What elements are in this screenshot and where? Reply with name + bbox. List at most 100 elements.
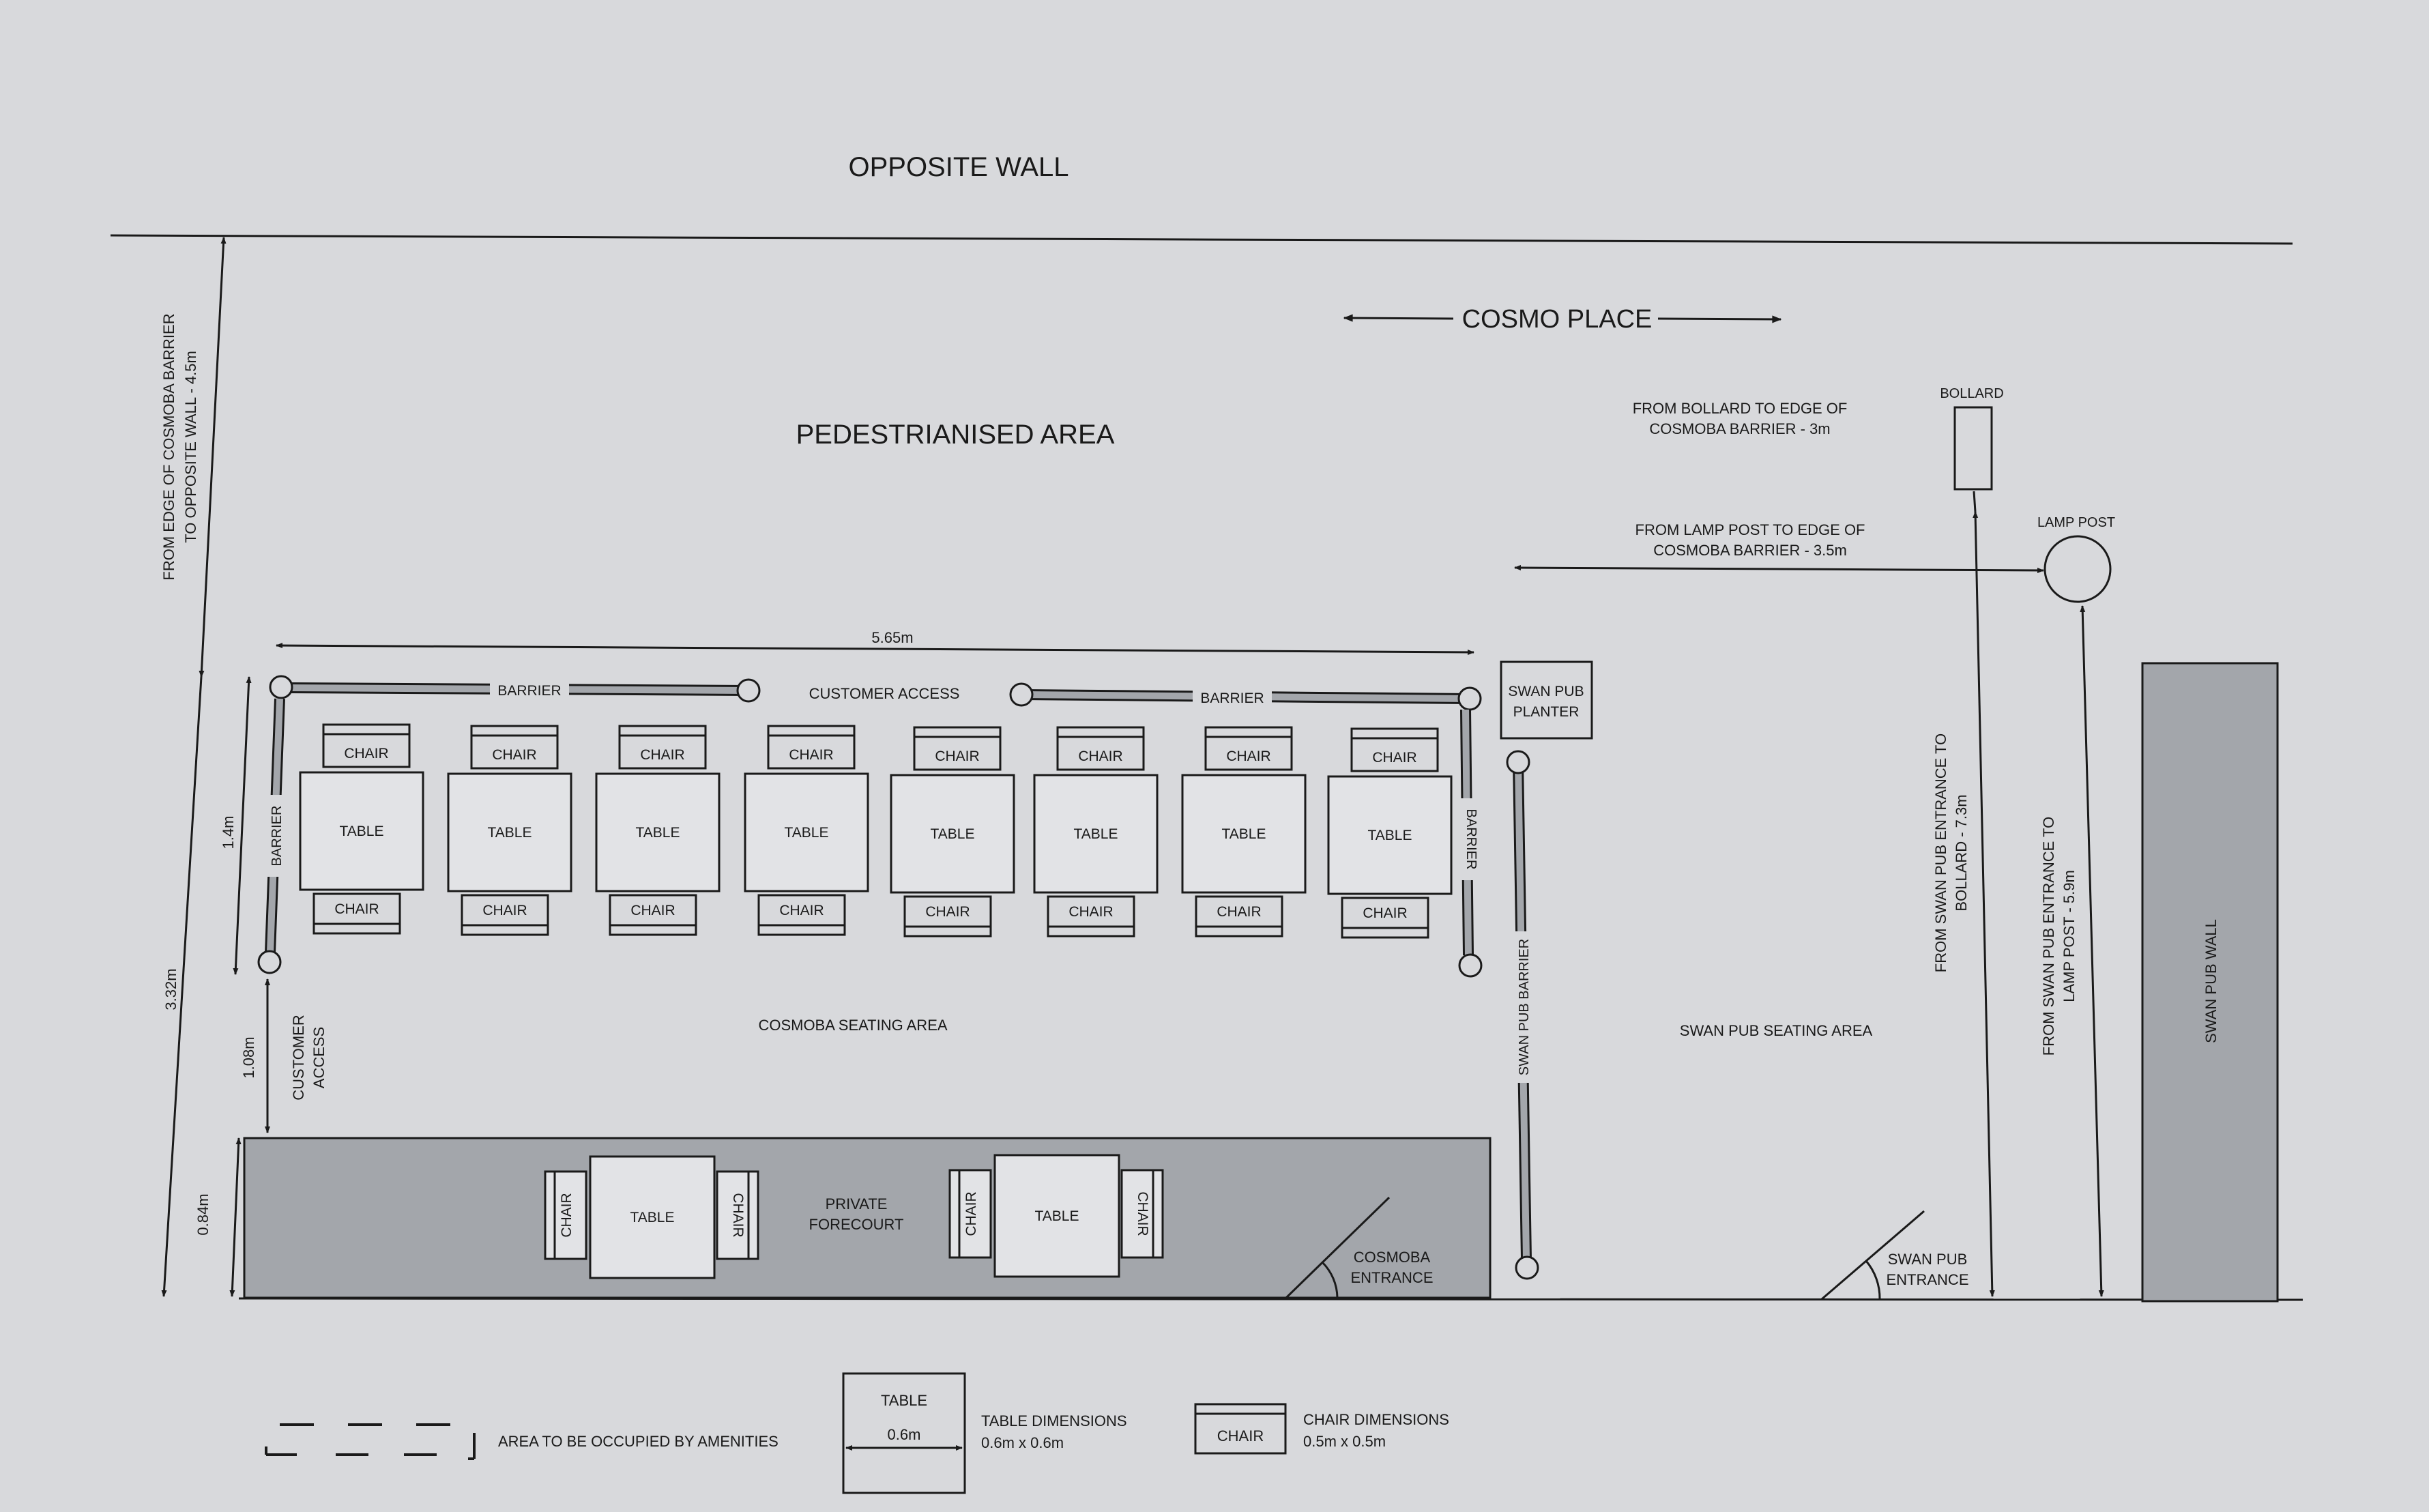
cosmo-place-arrow-left	[1343, 314, 1454, 322]
chair	[913, 726, 1002, 771]
chair	[1204, 726, 1293, 771]
private-forecourt-line1: PRIVATE	[826, 1195, 888, 1212]
barrier-right: BARRIER	[1457, 709, 1483, 978]
width-dimension-arrow	[276, 643, 1474, 655]
swan-to-bollard-line2: BOLLARD - 7.3m	[1953, 794, 1970, 911]
bollard-distance-line2: COSMOBA BARRIER - 3m	[1649, 420, 1830, 437]
barrier-top-left-label: BARRIER	[497, 683, 561, 699]
swan-to-bollard-line1: FROM SWAN PUB ENTRANCE TO	[1932, 733, 1949, 972]
opposite-wall-line	[110, 234, 2293, 245]
chair-label: CHAIR	[1372, 750, 1416, 766]
chair-label: CHAIR	[559, 1193, 574, 1237]
bollard-distance-line1: FROM BOLLARD TO EDGE OF	[1633, 400, 1848, 417]
chair-label: CHAIR	[482, 903, 527, 918]
lamp-post-label: LAMP POST	[2037, 515, 2115, 530]
chair	[470, 725, 559, 770]
private-forecourt	[243, 1137, 1492, 1299]
chair	[1195, 895, 1283, 937]
chair-label: CHAIR	[1068, 904, 1113, 920]
opposite-wall-label: OPPOSITE WALL	[848, 152, 1068, 182]
legend-table: TABLE 0.6m TABLE DIMENSIONS 0.6m x 0.6m	[842, 1372, 1127, 1494]
chair	[948, 1169, 992, 1259]
chair	[609, 894, 697, 936]
lamp-distance-line2: COSMOBA BARRIER - 3.5m	[1653, 542, 1847, 559]
swan-to-lamp-arrow	[2080, 605, 2104, 1297]
legend-table-label: TABLE	[881, 1392, 927, 1409]
chair-label: CHAIR	[640, 747, 684, 763]
swan-planter-line2: PLANTER	[1513, 704, 1580, 720]
chair	[1350, 727, 1439, 772]
table	[890, 774, 1015, 894]
depth-dimension-label: 3.32m	[162, 968, 179, 1010]
table	[447, 772, 572, 892]
forecourt-depth-label: 0.84m	[194, 1193, 212, 1235]
chair-label: CHAIR	[963, 1191, 979, 1236]
chair	[1341, 897, 1429, 939]
cosmoba-entrance-line2: ENTRANCE	[1350, 1269, 1433, 1286]
table	[993, 1154, 1120, 1278]
cosmoba-entrance: COSMOBA ENTRANCE	[1285, 1196, 1434, 1299]
chair	[322, 723, 411, 768]
table	[1181, 774, 1307, 894]
legend-amenities-label: AREA TO BE OCCUPIED BY AMENITIES	[498, 1433, 779, 1450]
forecourt-depth-arrow	[229, 1137, 242, 1297]
seating-unit: CHAIR TABLE CHAIR	[744, 725, 869, 936]
chair	[1056, 726, 1145, 771]
legend-chair-dim-line2: 0.5m x 0.5m	[1303, 1433, 1386, 1450]
chair	[767, 725, 856, 770]
table	[595, 772, 721, 892]
legend-table-dim-line2: 0.6m x 0.6m	[981, 1434, 1064, 1451]
wall-distance-line1: FROM EDGE OF COSMOBA BARRIER	[160, 313, 177, 580]
table	[744, 772, 869, 892]
lamp-distance-line1: FROM LAMP POST TO EDGE OF	[1635, 521, 1865, 538]
table-label: TABLE	[1222, 826, 1266, 842]
private-forecourt-line2: FORECOURT	[809, 1216, 904, 1233]
swan-to-bollard-arrow	[1973, 511, 1995, 1297]
chair-label: CHAIR	[334, 901, 379, 917]
table	[589, 1155, 716, 1279]
chair	[544, 1170, 587, 1260]
barrier-right-label: BARRIER	[1464, 809, 1479, 870]
customer-access-side-line1: CUSTOMER	[290, 1015, 307, 1101]
table-label: TABLE	[1074, 826, 1118, 842]
cosmoba-entrance-line1: COSMOBA	[1354, 1249, 1431, 1266]
customer-access-side-line2: ACCESS	[310, 1027, 328, 1088]
legend-table-size: 0.6m	[888, 1426, 921, 1443]
swan-to-bollard-branch	[1973, 491, 1977, 512]
table-label: TABLE	[1035, 1208, 1079, 1224]
width-dimension-label: 5.65m	[871, 629, 913, 646]
swan-entrance-line2: ENTRANCE	[1886, 1271, 1968, 1288]
chair-label: CHAIR	[789, 747, 833, 763]
chair-label: CHAIR	[1363, 905, 1407, 921]
table-label: TABLE	[785, 825, 829, 841]
chair	[312, 892, 401, 935]
depth-dimension-arrow	[161, 676, 203, 1297]
legend-chair-label: CHAIR	[1217, 1427, 1264, 1444]
swan-entrance-line1: SWAN PUB	[1888, 1251, 1968, 1268]
legend-chair-dim-line1: CHAIR DIMENSIONS	[1303, 1411, 1449, 1428]
table-label: TABLE	[636, 825, 680, 841]
swan-to-lamp-line2: LAMP POST - 5.9m	[2061, 870, 2078, 1002]
table-label: TABLE	[1368, 828, 1412, 843]
chair	[757, 894, 846, 936]
chair-label: CHAIR	[779, 903, 824, 918]
chair-label: CHAIR	[730, 1193, 746, 1237]
chair-label: CHAIR	[1078, 748, 1122, 764]
access-depth-label: 1.08m	[240, 1036, 257, 1078]
legend-chair: CHAIR CHAIR DIMENSIONS 0.5m x 0.5m	[1194, 1403, 1449, 1455]
swan-pub-barrier: SWAN PUB BARRIER	[1506, 750, 1539, 1280]
chair	[903, 895, 992, 937]
chair	[618, 725, 707, 770]
swan-pub-wall	[2141, 662, 2279, 1303]
swan-planter-line1: SWAN PUB	[1508, 684, 1584, 699]
table-label: TABLE	[931, 826, 975, 842]
chair-label: CHAIR	[344, 746, 388, 761]
barrier-top-left: BARRIER	[269, 675, 761, 703]
bollard	[1953, 406, 1993, 491]
chair-label: CHAIR	[492, 747, 536, 763]
barrier-left: BARRIER	[257, 698, 285, 974]
